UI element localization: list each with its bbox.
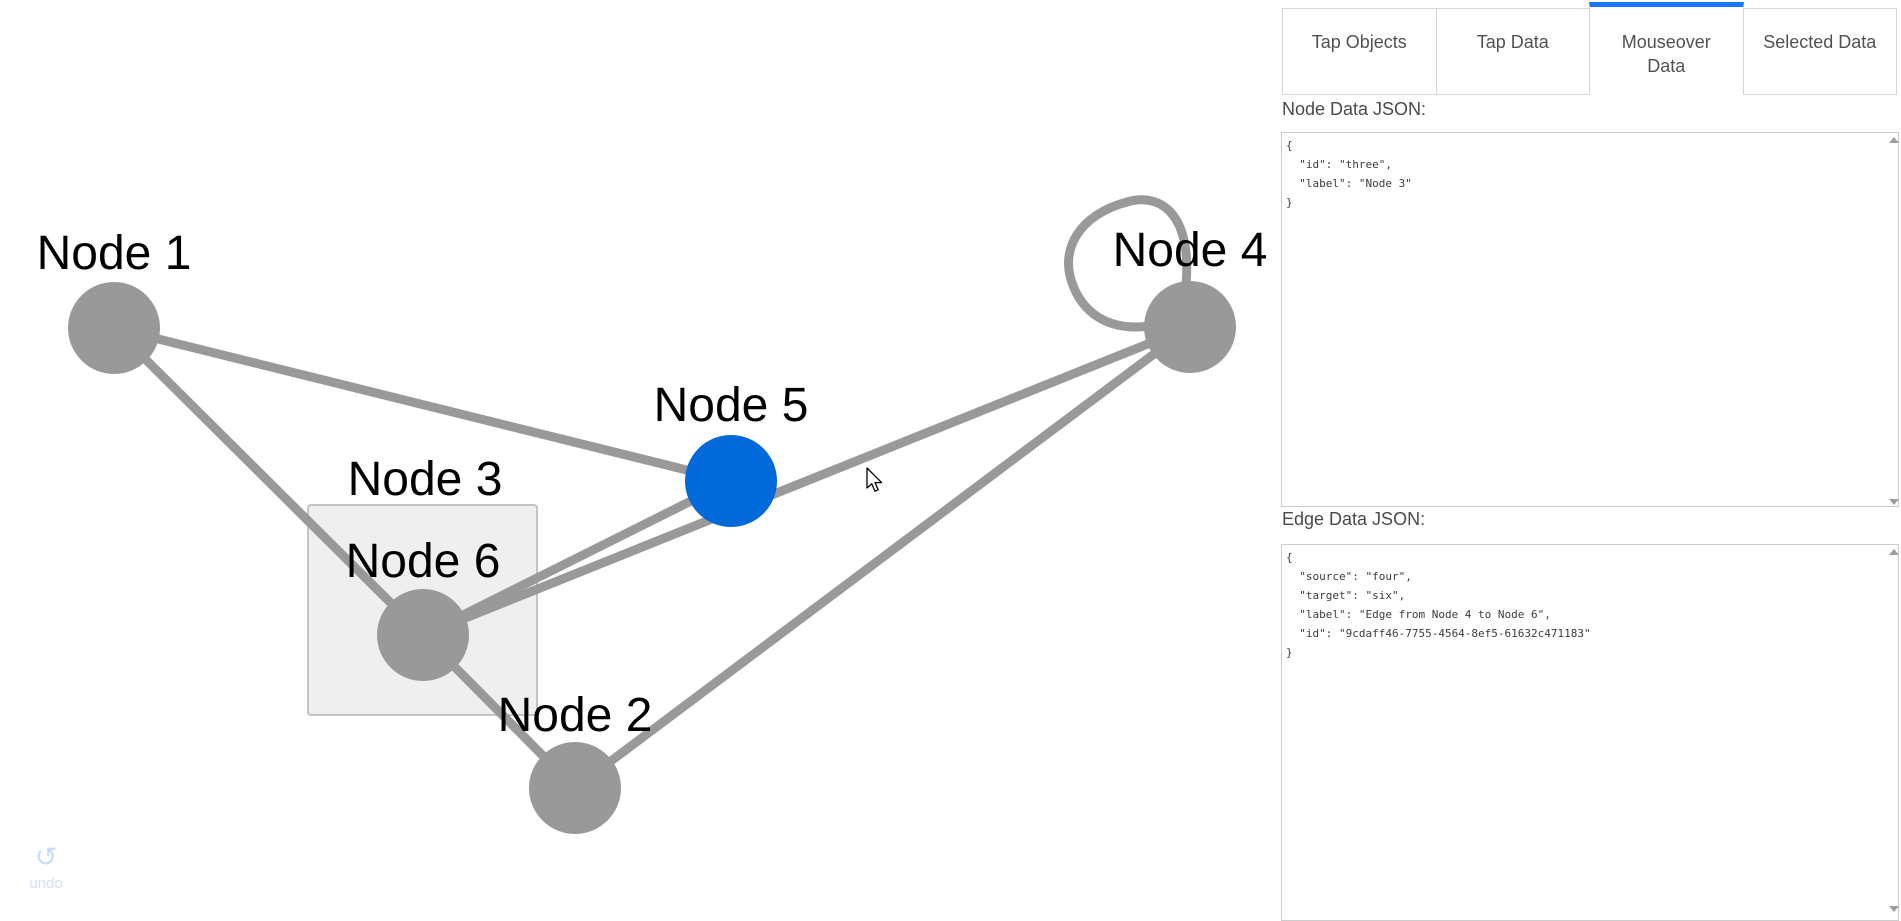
graph-node-five[interactable] — [685, 435, 777, 527]
edge-data-json-textarea[interactable]: { "source": "four", "target": "six", "la… — [1281, 544, 1899, 921]
node-label-six: Node 6 — [346, 535, 501, 588]
tab-mouseover-data[interactable]: Mouseover Data — [1589, 2, 1744, 95]
edge-two-four[interactable] — [572, 323, 1193, 792]
edge-data-json-label: Edge Data JSON: — [1282, 509, 1426, 529]
edge-one-five[interactable] — [112, 323, 733, 486]
scrollbar-up-icon[interactable] — [1889, 549, 1899, 555]
edge-loop-four[interactable] — [1064, 195, 1192, 332]
tab-selected-data[interactable]: Selected Data — [1742, 8, 1897, 95]
undo-button-label: undo — [29, 875, 63, 892]
tab-label: Tap Data — [1476, 32, 1549, 52]
undo-icon: ↺ — [34, 842, 58, 872]
tab-label: Tap Objects — [1311, 32, 1407, 52]
scrollbar-down-icon[interactable] — [1889, 906, 1899, 912]
scrollbar-down-icon[interactable] — [1889, 499, 1899, 505]
graph-node-one[interactable] — [68, 282, 160, 374]
graph-node-two[interactable] — [529, 742, 621, 834]
graph-node-four[interactable] — [1144, 281, 1236, 373]
node-label-four: Node 4 — [1113, 224, 1268, 277]
tab-label: Selected Data — [1763, 32, 1877, 52]
tab-label: Mouseover Data — [1621, 32, 1711, 76]
graph-svg: Node 1 Node 2 Node 4 Node 5 Node 6 Node 3 — [37, 195, 1268, 834]
edge-six-four[interactable] — [421, 322, 1192, 640]
node-label-two: Node 2 — [498, 689, 653, 742]
node-data-json-textarea[interactable]: { "id": "three", "label": "Node 3" } — [1281, 132, 1899, 507]
edge-one-six[interactable] — [110, 324, 427, 639]
scrollbar-up-icon[interactable] — [1889, 137, 1899, 143]
node-label-one: Node 1 — [37, 227, 192, 280]
undo-button[interactable]: ↺ undo — [18, 842, 74, 904]
tab-tap-objects[interactable]: Tap Objects — [1282, 8, 1437, 95]
data-panel: Tap Objects Tap Data Mouseover Data Sele… — [1280, 0, 1901, 921]
node-label-five: Node 5 — [654, 379, 809, 432]
graph-node-six[interactable] — [377, 589, 469, 681]
tab-tap-data[interactable]: Tap Data — [1435, 8, 1590, 95]
tab-bar: Tap Objects Tap Data Mouseover Data Sele… — [1282, 2, 1897, 95]
graph-canvas[interactable]: Node 1 Node 2 Node 4 Node 5 Node 6 Node 3 ↺ u… — [0, 0, 1280, 921]
edge-six-five[interactable] — [420, 476, 734, 640]
node-label-three: Node 3 — [348, 453, 503, 506]
node-data-json-label: Node Data JSON: — [1282, 99, 1427, 119]
